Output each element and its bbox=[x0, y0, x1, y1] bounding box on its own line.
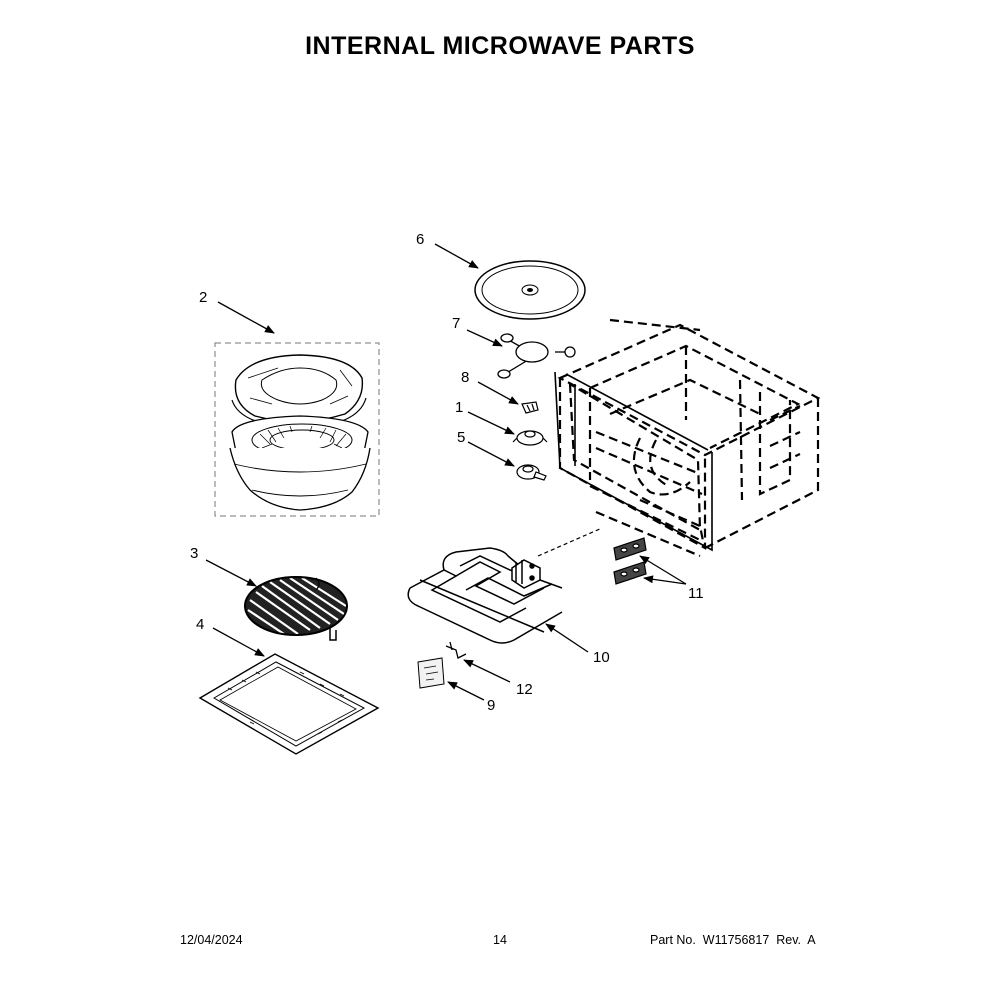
footer-part-number: Part No. W11756817 Rev. A bbox=[650, 933, 816, 947]
turntable-motor bbox=[512, 430, 548, 446]
thermal-cutout bbox=[516, 464, 547, 481]
heating-element bbox=[407, 547, 563, 644]
callout-10: 10 bbox=[593, 649, 610, 666]
element-wire bbox=[537, 527, 603, 557]
warning-label bbox=[417, 657, 445, 689]
cavity-front-frame bbox=[554, 371, 713, 552]
callout-3: 3 bbox=[190, 545, 198, 562]
oven-cavity bbox=[557, 318, 821, 558]
turntable-support bbox=[497, 333, 576, 379]
callout-6: 6 bbox=[416, 231, 424, 248]
motor-coupler bbox=[521, 401, 539, 414]
callout-7: 7 bbox=[452, 315, 460, 332]
callout-8: 8 bbox=[461, 369, 469, 386]
element-bracket bbox=[445, 641, 467, 659]
baking-tray bbox=[198, 653, 380, 755]
callout-11: 11 bbox=[688, 585, 704, 602]
footer-page-number: 14 bbox=[493, 933, 507, 947]
callout-1: 1 bbox=[455, 399, 463, 416]
insulator-pads bbox=[613, 537, 647, 585]
steamer-vessel-group bbox=[214, 342, 380, 517]
footer-date: 12/04/2024 bbox=[180, 933, 243, 947]
callout-9: 9 bbox=[487, 697, 495, 714]
turntable-tray bbox=[474, 260, 586, 320]
callout-4: 4 bbox=[196, 616, 204, 633]
leader-lines bbox=[205, 243, 687, 701]
callout-2: 2 bbox=[199, 289, 207, 306]
grill-rack bbox=[244, 576, 348, 641]
callout-12: 12 bbox=[516, 681, 533, 698]
page-title: INTERNAL MICROWAVE PARTS bbox=[305, 32, 695, 60]
callout-5: 5 bbox=[457, 429, 465, 446]
